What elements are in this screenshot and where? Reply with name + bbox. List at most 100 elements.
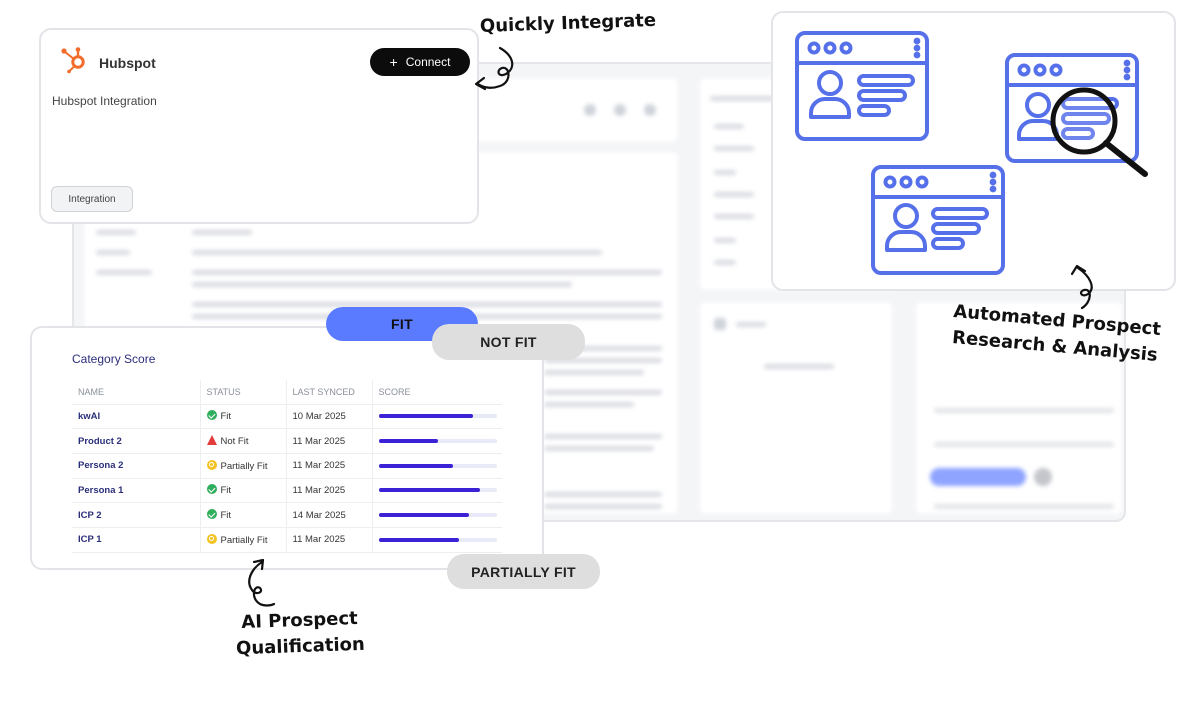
curved-arrow-icon	[474, 46, 514, 91]
check-circle-icon	[206, 509, 217, 520]
partial-circle-icon	[206, 533, 217, 544]
row-score	[371, 478, 502, 504]
profile-window-icon	[795, 31, 929, 141]
bg-text-line	[96, 250, 130, 255]
score-bar-fill	[378, 463, 453, 468]
bg-toolbar-dot	[644, 104, 656, 116]
row-status: Not Fit	[199, 428, 286, 454]
score-bar	[378, 463, 497, 468]
score-bar-fill	[378, 537, 459, 542]
row-status-label: Fit	[220, 411, 232, 423]
score-bar	[378, 439, 497, 444]
curved-arrow-icon	[1070, 264, 1093, 310]
row-name: Persona 1	[72, 478, 200, 504]
bg-text-line	[544, 358, 662, 363]
bg-text-line	[544, 492, 662, 497]
bg-text-line	[544, 402, 634, 407]
bg-text-line	[714, 192, 754, 197]
profile-window-search-icon	[1005, 53, 1139, 163]
row-status-label: Partially Fit	[220, 534, 268, 546]
check-circle-icon	[206, 410, 217, 421]
row-status: Fit	[199, 404, 286, 430]
table-header-row: NAME STATUS LAST SYNCED SCORE	[72, 380, 502, 405]
score-bar	[378, 414, 497, 419]
column-header-score: SCORE	[371, 380, 502, 405]
hubspot-name: Hubspot	[99, 55, 156, 71]
hubspot-logo-icon	[61, 47, 85, 74]
bg-date-range	[930, 468, 1026, 486]
check-circle-icon	[206, 484, 217, 495]
row-score	[371, 527, 502, 553]
row-status-label: Partially Fit	[220, 460, 268, 472]
table-row[interactable]: ICP 1 Partially Fit 11 Mar 2025	[72, 527, 502, 553]
partially-fit-badge: PARTIALLY FIT	[447, 554, 600, 589]
bg-text-line	[192, 250, 602, 255]
bg-text-line	[192, 302, 662, 307]
category-score-card: Category Score NAME STATUS LAST SYNCED S…	[30, 326, 544, 570]
bg-text-line	[96, 270, 152, 275]
row-status-label: Not Fit	[220, 436, 249, 448]
bg-text-line	[544, 446, 654, 451]
table-row[interactable]: ICP 2 Fit 14 Mar 2025	[72, 502, 502, 528]
ai-qualification-line-2: Qualification	[235, 633, 366, 660]
row-status-label: Fit	[220, 510, 232, 522]
row-last-synced: 11 Mar 2025	[285, 527, 372, 553]
table-row[interactable]: kwAI Fit 10 Mar 2025	[72, 404, 502, 430]
row-name: Persona 2	[72, 453, 200, 479]
bg-text-line	[714, 146, 754, 151]
bg-date-today	[1034, 468, 1052, 486]
connect-button[interactable]: + Connect	[370, 48, 470, 76]
profile-window-icon	[871, 165, 1005, 275]
row-last-synced: 11 Mar 2025	[285, 453, 372, 479]
bg-text-line	[192, 270, 662, 275]
bg-toolbar-dot	[584, 104, 596, 116]
table-row[interactable]: Product 2 Not Fit 11 Mar 2025	[72, 428, 502, 454]
bg-text-line	[544, 370, 644, 375]
bg-toolbar-dot	[614, 104, 626, 116]
bg-calendar-row	[934, 442, 1114, 447]
bg-text-line	[96, 230, 136, 235]
table-row[interactable]: Persona 2 Partially Fit 11 Mar 2025	[72, 453, 502, 479]
bg-text-line	[192, 230, 252, 235]
row-score	[371, 453, 502, 479]
bg-text-line	[714, 124, 744, 129]
hubspot-subtitle: Hubspot Integration	[52, 94, 157, 108]
score-bar-fill	[378, 513, 470, 518]
bg-text-line	[544, 434, 662, 439]
row-status: Partially Fit	[199, 453, 286, 479]
bg-text-line	[736, 322, 766, 327]
bg-calendar-row	[934, 408, 1114, 413]
bg-text-line	[714, 170, 736, 175]
partial-circle-icon	[206, 459, 217, 470]
row-score	[371, 502, 502, 528]
bg-text-line	[192, 282, 572, 287]
bg-checkbox	[714, 318, 726, 330]
bg-text-line	[544, 346, 662, 351]
hubspot-integration-card: Hubspot Hubspot Integration + Connect In…	[39, 28, 479, 224]
bg-text-line	[714, 238, 736, 243]
bg-text-line	[714, 260, 736, 265]
integration-tag[interactable]: Integration	[51, 186, 133, 212]
bg-text-line	[764, 364, 834, 369]
bg-text-line	[714, 214, 754, 219]
prospect-research-illustration-card	[771, 11, 1176, 291]
ai-qualification-annotation: AI Prospect Qualification	[227, 606, 373, 663]
score-bar-fill	[378, 414, 473, 419]
row-last-synced: 11 Mar 2025	[285, 478, 372, 504]
warning-triangle-icon	[206, 435, 217, 446]
category-score-rows: kwAI Fit 10 Mar 2025 Product 2 Not Fit 1…	[72, 404, 502, 553]
bg-notes-panel	[700, 302, 892, 514]
not-fit-badge: NOT FIT	[432, 324, 585, 360]
category-score-title: Category Score	[72, 352, 156, 366]
row-last-synced: 11 Mar 2025	[285, 428, 372, 454]
row-name: kwAI	[72, 404, 200, 430]
row-last-synced: 14 Mar 2025	[285, 502, 372, 528]
category-score-table: NAME STATUS LAST SYNCED SCORE kwAI Fit 1…	[72, 380, 502, 553]
row-name: ICP 1	[72, 527, 200, 553]
plus-icon: +	[389, 54, 398, 70]
bg-text-line	[544, 390, 662, 395]
table-row[interactable]: Persona 1 Fit 11 Mar 2025	[72, 478, 502, 504]
quickly-integrate-annotation: Quickly Integrate	[479, 9, 657, 37]
row-status: Partially Fit	[199, 527, 286, 553]
magnifier-icon	[1050, 87, 1148, 177]
